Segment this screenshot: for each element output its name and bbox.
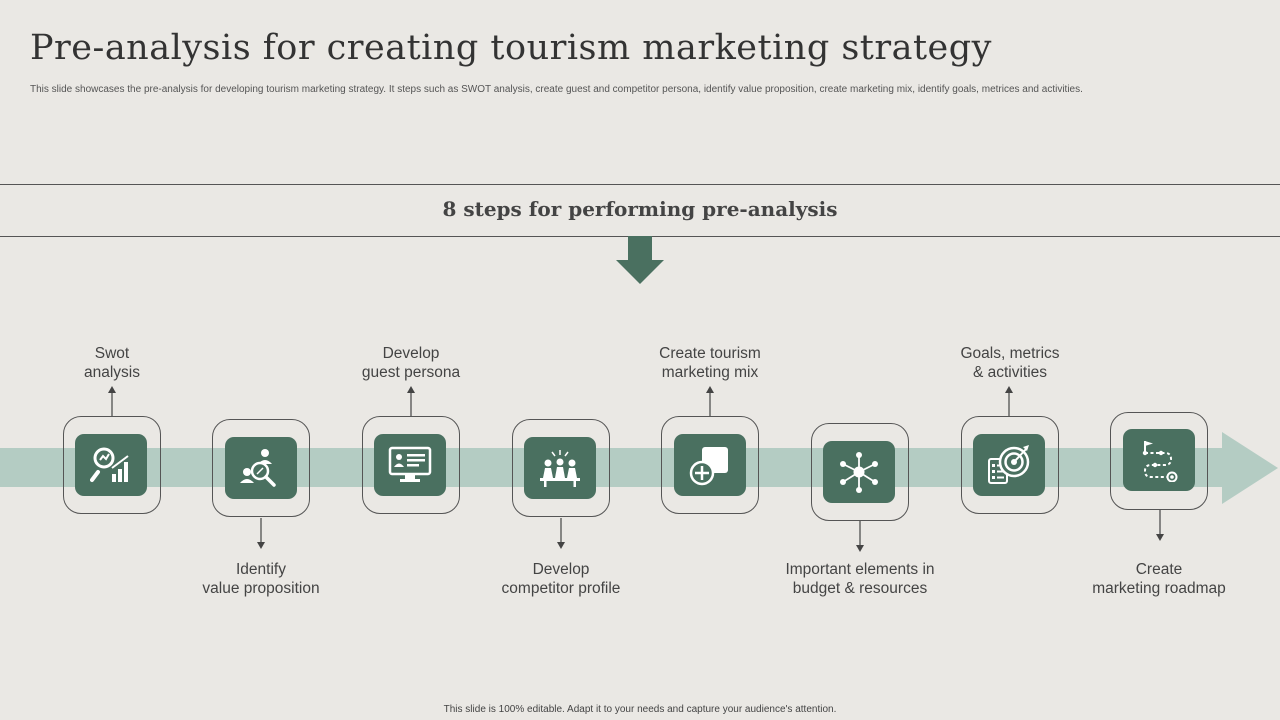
team-meeting-icon [540,450,580,487]
swot-analysis-icon [90,447,129,482]
step-1-connector [108,386,116,416]
step-3-connector [407,386,415,416]
step-6-label: Important elements in budget & resources [785,561,935,597]
step-8-label: Create marketing roadmap [1092,561,1226,597]
step-3-frame [362,416,460,514]
step-1-frame [63,416,161,514]
step-7-frame [961,416,1059,514]
step-8-frame [1110,412,1208,510]
step-2-connector [257,518,265,549]
persona-monitor-icon [388,446,432,482]
step-6-tile [823,441,895,503]
step-5-tile [674,434,746,496]
add-square-icon [689,447,728,486]
roadmap-path-icon [1142,441,1178,482]
footer-note: This slide is 100% editable. Adapt it to… [443,704,837,715]
page-title: Pre-analysis for creating tourism market… [30,28,992,68]
step-1-label: Swot analysis [84,345,140,381]
step-8-connector [1156,510,1164,541]
value-search-icon [240,449,276,487]
step-6-frame [811,423,909,521]
step-8-tile [1123,429,1195,491]
step-2-label: Identify value proposition [202,561,320,597]
step-1-tile [75,434,147,496]
band-title: 8 steps for performing pre-analysis [442,197,838,221]
track-arrowhead-icon [1222,432,1278,504]
step-3-tile [374,434,446,496]
target-checklist-icon [988,445,1030,484]
band-top-rule [0,184,1280,185]
step-7-label: Goals, metrics & activities [960,345,1060,381]
page-subtitle: This slide showcases the pre-analysis fo… [30,84,1083,95]
network-nodes-icon [840,452,878,493]
step-4-label: Develop competitor profile [501,561,621,597]
down-arrow-icon [616,236,664,284]
step-6-connector [856,521,864,552]
step-5-label: Create tourism marketing mix [659,345,761,381]
step-4-tile [524,437,596,499]
step-3-label: Develop guest persona [361,345,461,381]
step-2-frame [212,419,310,517]
step-4-connector [557,518,565,549]
step-5-frame [661,416,759,514]
step-7-tile [973,434,1045,496]
step-4-frame [512,419,610,517]
step-5-connector [706,386,714,416]
step-7-connector [1005,386,1013,416]
step-2-tile [225,437,297,499]
